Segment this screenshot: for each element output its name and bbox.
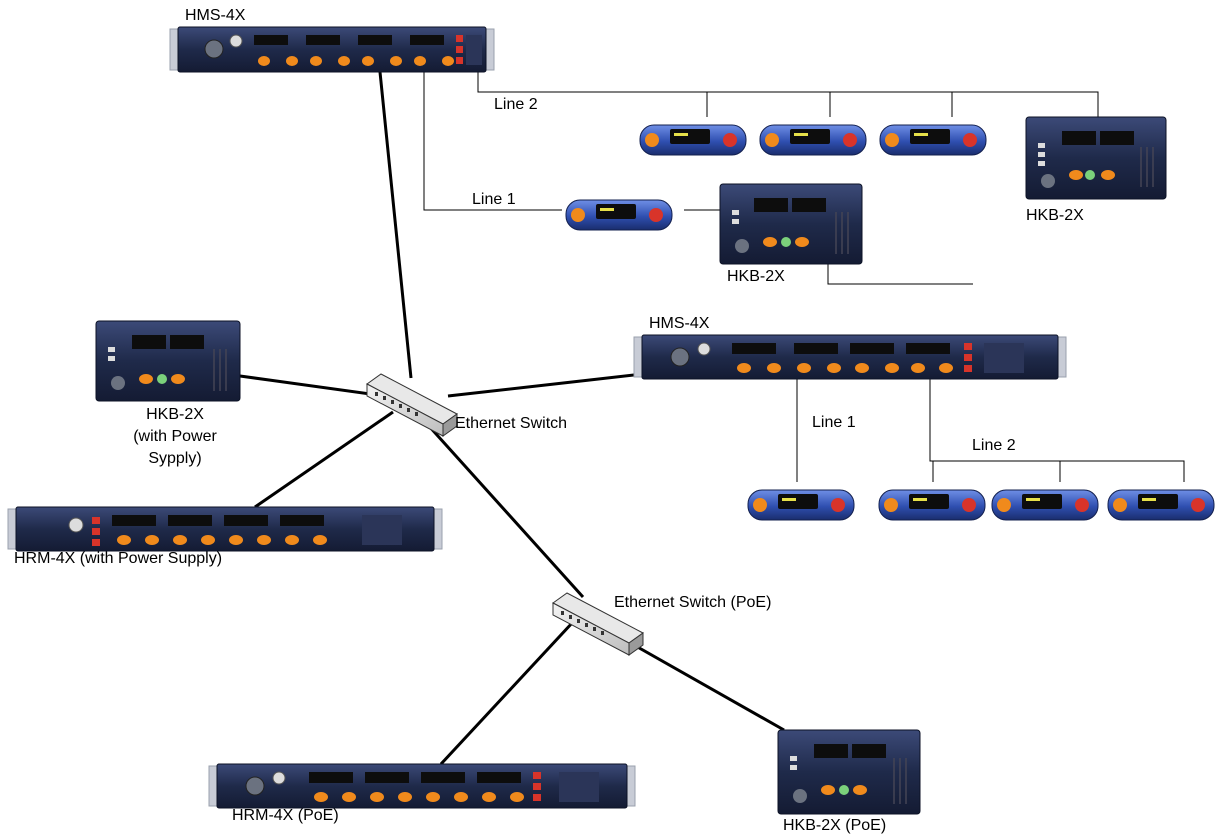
hkb-2x-far-right-label: HKB-2X bbox=[1026, 207, 1084, 224]
hms-4x-top-label: HMS-4X bbox=[185, 7, 246, 24]
beltpack-line2-right-1[interactable] bbox=[878, 489, 986, 521]
ethernet-switch-poe[interactable] bbox=[552, 592, 644, 656]
beltpack-line2-right-3[interactable] bbox=[1107, 489, 1215, 521]
cable-switch-to-hrm-power bbox=[254, 410, 394, 509]
line-2-top-label: Line 2 bbox=[494, 96, 538, 113]
cable-switch-to-switch-poe bbox=[426, 423, 585, 599]
cable-hms-top-to-switch bbox=[378, 71, 413, 379]
hkb-2x-power-label-line3: Sypply) bbox=[148, 450, 202, 467]
cables bbox=[239, 71, 1185, 766]
line-1-top-label: Line 1 bbox=[472, 191, 516, 208]
ethernet-switch-main[interactable] bbox=[366, 373, 458, 437]
hms-4x-right-station[interactable] bbox=[633, 334, 1067, 380]
hkb-2x-far-right[interactable] bbox=[1025, 116, 1167, 200]
beltpack-line1-top[interactable] bbox=[565, 199, 673, 231]
hkb-2x-line1-label: HKB-2X bbox=[727, 268, 785, 285]
hrm-4x-power-supply[interactable] bbox=[7, 506, 443, 552]
hms-4x-right-label: HMS-4X bbox=[649, 315, 710, 332]
beltpack-line2-2[interactable] bbox=[759, 124, 867, 156]
line-1-top-wiring bbox=[423, 72, 973, 285]
beltpack-line1-right[interactable] bbox=[747, 489, 855, 521]
hkb-2x-power-label-line1: HKB-2X bbox=[146, 406, 204, 423]
beltpack-line2-1[interactable] bbox=[639, 124, 747, 156]
hkb-2x-poe-label: HKB-2X (PoE) bbox=[783, 817, 887, 834]
hms-4x-top-station[interactable] bbox=[169, 26, 495, 73]
cable-switch-to-hms-right bbox=[447, 372, 644, 398]
beltpack-line2-3[interactable] bbox=[879, 124, 987, 156]
hrm-4x-poe-label: HRM-4X (PoE) bbox=[232, 807, 339, 824]
ethernet-switch-label: Ethernet Switch bbox=[455, 415, 568, 432]
line-1-right-label: Line 1 bbox=[812, 414, 856, 431]
cable-switch-poe-to-hrm-poe bbox=[439, 620, 575, 766]
hkb-2x-poe[interactable] bbox=[777, 729, 921, 815]
line-2-top-wiring bbox=[477, 72, 1099, 120]
cable-hkb-power-to-switch bbox=[239, 374, 386, 398]
hrm-4x-power-label: HRM-4X (with Power Supply) bbox=[14, 550, 223, 567]
beltpack-line2-right-2[interactable] bbox=[991, 489, 1099, 521]
hkb-2x-power-supply[interactable] bbox=[95, 320, 241, 402]
line-2-right-label: Line 2 bbox=[972, 437, 1016, 454]
hrm-4x-poe[interactable] bbox=[208, 763, 636, 809]
ethernet-switch-poe-label: Ethernet Switch (PoE) bbox=[614, 594, 772, 611]
hkb-2x-line1[interactable] bbox=[719, 183, 863, 265]
hkb-2x-power-label-line2: (with Power bbox=[133, 428, 217, 445]
cable-switch-poe-to-hkb-poe bbox=[633, 643, 785, 732]
line-2-right-wiring bbox=[929, 375, 1185, 482]
